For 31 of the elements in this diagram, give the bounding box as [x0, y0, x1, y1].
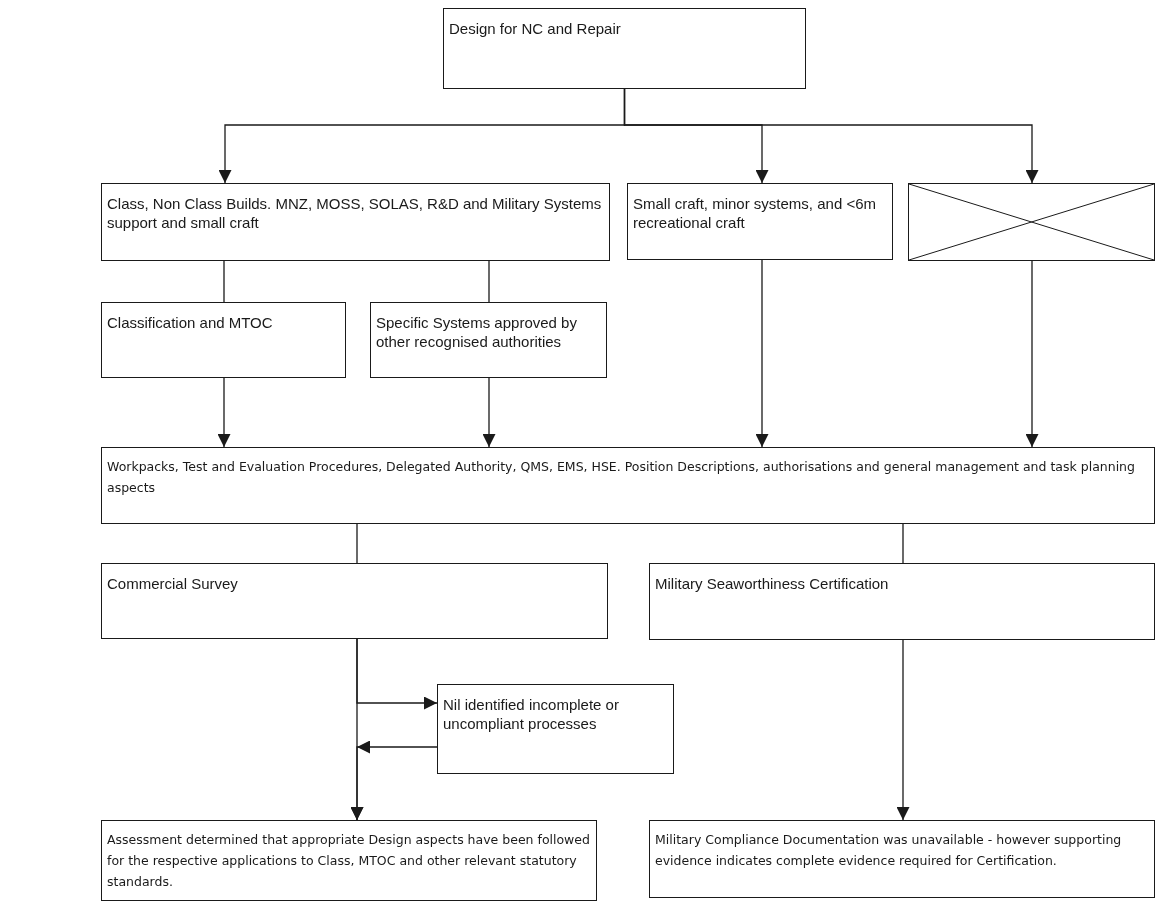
connector-arrow [482, 377, 496, 448]
process-box [370, 302, 607, 378]
crossed-box [908, 183, 1155, 261]
box-text: Military Seaworthiness Certification [655, 574, 890, 593]
connector-arrow [755, 259, 769, 448]
connector-arrow [356, 638, 438, 710]
process-box [649, 820, 1155, 898]
box-text: Class, Non Class Builds. MNZ, MOSS, SOLAS, R&D and Military Systems support and small craft [107, 194, 603, 232]
process-box [101, 820, 597, 901]
box-text: Classification and MTOC [107, 313, 274, 332]
connector-arrow [623, 88, 1039, 184]
process-box [649, 563, 1155, 640]
box-text: Design for NC and Repair [449, 19, 622, 38]
process-box [101, 563, 608, 639]
process-box [101, 183, 610, 261]
process-box [101, 302, 346, 378]
process-box [627, 183, 893, 260]
box-text: Commercial Survey [107, 574, 239, 593]
connector-arrow [896, 639, 910, 821]
box-text: Military Compliance Documentation was unavailable - however supporting evidence indicates complete evidence required for Certification. [655, 831, 1123, 870]
box-text: Assessment determined that appropriate Design aspects have been followed for the respective applications to Class, MTOC and other relevant statutory standards. [107, 831, 591, 891]
box-text: Specific Systems approved by other recognised authorities [376, 313, 578, 351]
box-text: Nil identified incomplete or uncompliant processes [443, 695, 620, 733]
process-box [101, 447, 1155, 524]
connector-arrow [351, 741, 438, 821]
connector-arrow [1025, 260, 1039, 448]
box-text: Small craft, minor systems, and <6m recreational craft [633, 194, 877, 232]
connector-arrow [217, 377, 231, 448]
box-text: Workpacks, Test and Evaluation Procedures, Delegated Authority, QMS, EMS, HSE. Position Descriptions, authorisations and general management and task planning aspects [107, 458, 1136, 497]
process-box [443, 8, 806, 89]
process-box [437, 684, 674, 774]
